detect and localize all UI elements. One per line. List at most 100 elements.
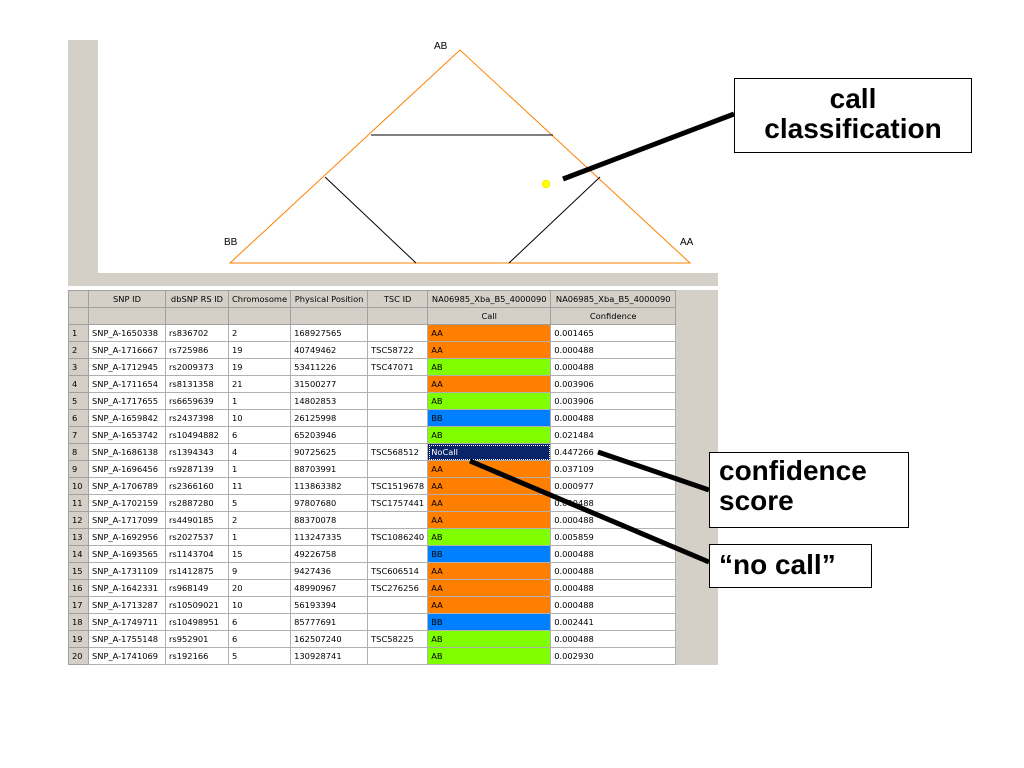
position-cell[interactable]: 90725625 bbox=[290, 443, 369, 461]
tsc-id-cell[interactable] bbox=[367, 596, 429, 614]
snp-id-cell[interactable]: SNP_A-1749711 bbox=[88, 613, 166, 631]
call-cell[interactable]: AA bbox=[427, 477, 552, 495]
tsc-id-cell[interactable] bbox=[367, 545, 429, 563]
rs-id-cell[interactable]: rs1394343 bbox=[165, 443, 229, 461]
rs-id-cell[interactable]: rs10498951 bbox=[165, 613, 229, 631]
snp-id-cell[interactable]: SNP_A-1741069 bbox=[88, 647, 166, 665]
call-cell[interactable]: AA bbox=[427, 511, 552, 529]
position-cell[interactable]: 31500277 bbox=[290, 375, 369, 393]
snp-id-cell[interactable]: SNP_A-1686138 bbox=[88, 443, 166, 461]
chromosome-cell[interactable]: 19 bbox=[227, 358, 292, 376]
chromosome-cell[interactable]: 1 bbox=[227, 460, 292, 478]
column-header[interactable]: dbSNP RS ID bbox=[165, 290, 229, 308]
call-cell[interactable]: AB bbox=[427, 358, 552, 376]
confidence-cell[interactable]: 0.021484 bbox=[550, 426, 677, 444]
confidence-cell[interactable]: 0.002441 bbox=[550, 613, 677, 631]
column-header[interactable]: Chromosome bbox=[227, 290, 292, 308]
chromosome-cell[interactable]: 1 bbox=[227, 528, 292, 546]
position-cell[interactable]: 113863382 bbox=[290, 477, 369, 495]
tsc-id-cell[interactable] bbox=[367, 324, 429, 342]
position-cell[interactable]: 130928741 bbox=[290, 647, 369, 665]
rs-id-cell[interactable]: rs968149 bbox=[165, 579, 229, 597]
chromosome-cell[interactable]: 2 bbox=[227, 324, 292, 342]
row-number[interactable]: 8 bbox=[68, 443, 89, 461]
column-header[interactable]: NA06985_Xba_B5_4000090 bbox=[550, 290, 677, 308]
confidence-cell[interactable]: 0.000488 bbox=[550, 630, 677, 648]
confidence-cell[interactable]: 0.000488 bbox=[550, 596, 677, 614]
chromosome-cell[interactable]: 20 bbox=[227, 579, 292, 597]
snp-id-cell[interactable]: SNP_A-1716667 bbox=[88, 341, 166, 359]
tsc-id-cell[interactable]: TSC1086240 bbox=[367, 528, 429, 546]
call-cell[interactable]: AA bbox=[427, 494, 552, 512]
position-cell[interactable]: 88370078 bbox=[290, 511, 369, 529]
row-number[interactable]: 3 bbox=[68, 358, 89, 376]
row-number[interactable]: 15 bbox=[68, 562, 89, 580]
call-cell[interactable]: AA bbox=[427, 579, 552, 597]
snp-id-cell[interactable]: SNP_A-1653742 bbox=[88, 426, 166, 444]
tsc-id-cell[interactable] bbox=[367, 392, 429, 410]
rs-id-cell[interactable]: rs836702 bbox=[165, 324, 229, 342]
rs-id-cell[interactable]: rs2887280 bbox=[165, 494, 229, 512]
call-cell[interactable]: AA bbox=[427, 341, 552, 359]
tsc-id-cell[interactable]: TSC1757441 bbox=[367, 494, 429, 512]
row-number[interactable]: 12 bbox=[68, 511, 89, 529]
tsc-id-cell[interactable]: TSC58722 bbox=[367, 341, 429, 359]
tsc-id-cell[interactable] bbox=[367, 613, 429, 631]
snp-id-cell[interactable]: SNP_A-1692956 bbox=[88, 528, 166, 546]
chromosome-cell[interactable]: 1 bbox=[227, 392, 292, 410]
call-cell[interactable]: BB bbox=[427, 613, 552, 631]
rs-id-cell[interactable]: rs952901 bbox=[165, 630, 229, 648]
row-number[interactable]: 9 bbox=[68, 460, 89, 478]
call-cell[interactable]: AB bbox=[427, 528, 552, 546]
row-number[interactable]: 20 bbox=[68, 647, 89, 665]
sample-point[interactable] bbox=[541, 179, 551, 189]
position-cell[interactable]: 168927565 bbox=[290, 324, 369, 342]
position-cell[interactable]: 40749462 bbox=[290, 341, 369, 359]
chromosome-cell[interactable]: 10 bbox=[227, 409, 292, 427]
snp-id-cell[interactable]: SNP_A-1696456 bbox=[88, 460, 166, 478]
snp-id-cell[interactable]: SNP_A-1642331 bbox=[88, 579, 166, 597]
snp-id-cell[interactable]: SNP_A-1717099 bbox=[88, 511, 166, 529]
position-cell[interactable]: 162507240 bbox=[290, 630, 369, 648]
call-cell[interactable]: AA bbox=[427, 460, 552, 478]
confidence-cell[interactable]: 0.000488 bbox=[550, 341, 677, 359]
row-number[interactable]: 17 bbox=[68, 596, 89, 614]
rs-id-cell[interactable]: rs2009373 bbox=[165, 358, 229, 376]
confidence-cell[interactable]: 0.002930 bbox=[550, 647, 677, 665]
confidence-cell[interactable]: 0.000488 bbox=[550, 562, 677, 580]
snp-id-cell[interactable]: SNP_A-1717655 bbox=[88, 392, 166, 410]
call-cell[interactable]: AB bbox=[427, 630, 552, 648]
position-cell[interactable]: 49226758 bbox=[290, 545, 369, 563]
chromosome-cell[interactable]: 5 bbox=[227, 647, 292, 665]
rs-id-cell[interactable]: rs8131358 bbox=[165, 375, 229, 393]
chromosome-cell[interactable]: 19 bbox=[227, 341, 292, 359]
confidence-cell[interactable]: 0.447266 bbox=[550, 443, 677, 461]
rs-id-cell[interactable]: rs1412875 bbox=[165, 562, 229, 580]
snp-id-cell[interactable]: SNP_A-1731109 bbox=[88, 562, 166, 580]
rs-id-cell[interactable]: rs192166 bbox=[165, 647, 229, 665]
chromosome-cell[interactable]: 6 bbox=[227, 426, 292, 444]
column-header[interactable]: NA06985_Xba_B5_4000090 bbox=[427, 290, 552, 308]
tsc-id-cell[interactable] bbox=[367, 426, 429, 444]
confidence-cell[interactable]: 0.000488 bbox=[550, 409, 677, 427]
row-number[interactable]: 16 bbox=[68, 579, 89, 597]
call-cell[interactable]: AA bbox=[427, 324, 552, 342]
snp-id-cell[interactable]: SNP_A-1711654 bbox=[88, 375, 166, 393]
position-cell[interactable]: 53411226 bbox=[290, 358, 369, 376]
chromosome-cell[interactable]: 5 bbox=[227, 494, 292, 512]
rs-id-cell[interactable]: rs725986 bbox=[165, 341, 229, 359]
rs-id-cell[interactable]: rs9287139 bbox=[165, 460, 229, 478]
chromosome-cell[interactable]: 10 bbox=[227, 596, 292, 614]
snp-id-cell[interactable]: SNP_A-1693565 bbox=[88, 545, 166, 563]
confidence-cell[interactable]: 0.000488 bbox=[550, 358, 677, 376]
confidence-cell[interactable]: 0.000488 bbox=[550, 579, 677, 597]
chromosome-cell[interactable]: 6 bbox=[227, 613, 292, 631]
snp-id-cell[interactable]: SNP_A-1706789 bbox=[88, 477, 166, 495]
